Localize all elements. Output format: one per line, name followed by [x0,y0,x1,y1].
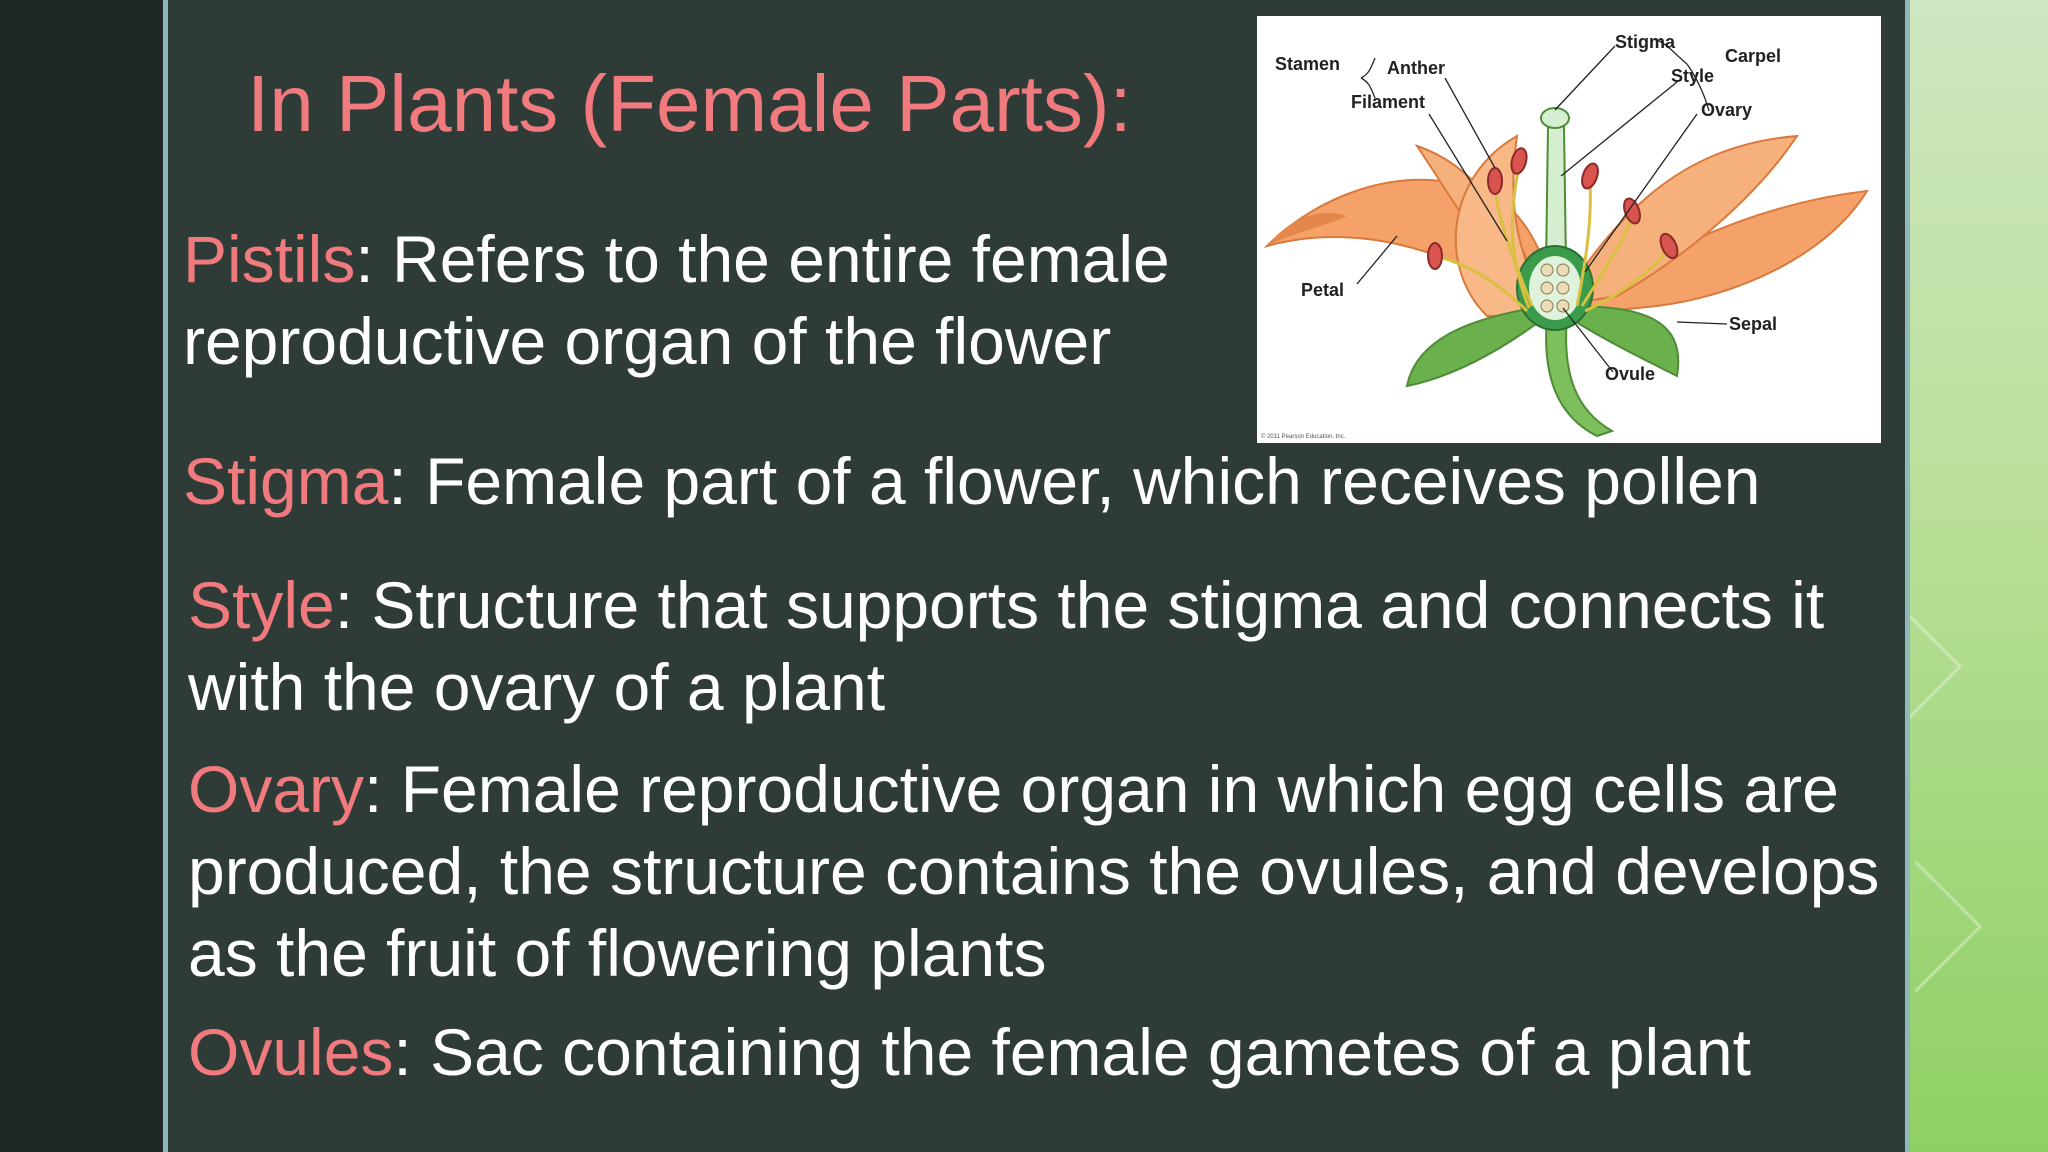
sepal-left [1405,304,1548,388]
label-ovule: Ovule [1605,364,1655,384]
term-label: Style [188,568,335,642]
stigma-tip [1540,107,1570,129]
leader-lines [1356,39,1728,373]
term-label: Ovules [188,1015,394,1089]
definition-text: : Structure that supports the stigma and… [188,568,1825,724]
label-filament: Filament [1351,92,1425,112]
term-label: Ovary [188,752,365,826]
ovule-dot [1540,299,1554,313]
definition-pistils: Pistils: Refers to the entire female rep… [183,218,1243,382]
term-label: Stigma [183,444,389,518]
style-stalk [1544,125,1568,267]
right-decorative-panel [1910,0,2048,1152]
definition-text: : Female part of a flower, which receive… [388,444,1761,518]
filaments [1436,165,1669,313]
label-sepal: Sepal [1729,314,1777,334]
ovule-dot [1556,299,1570,313]
label-style: Style [1671,66,1714,86]
decorative-chevron [1910,860,1983,993]
label-ovary: Ovary [1701,100,1752,120]
flower-diagram: Stamen Anther Filament Stigma Carpel Sty… [1257,16,1881,443]
ovule-dot [1556,281,1570,295]
definition-text: : Female reproductive organ in which egg… [188,752,1880,990]
label-carpel: Carpel [1725,46,1781,66]
definition-ovules: Ovules: Sac containing the female gamete… [188,1011,1908,1093]
definition-text: : Sac containing the female gametes of a… [393,1015,1751,1089]
flower-diagram-svg: Stamen Anther Filament Stigma Carpel Sty… [1261,32,1869,440]
ovule-dot [1540,281,1554,295]
slide-title: In Plants (Female Parts): [247,59,1132,148]
diagram-credit: © 2011 Pearson Education, Inc. [1261,433,1346,440]
petal-left-fold [1267,212,1347,246]
label-petal: Petal [1301,280,1344,300]
sepal-right [1566,304,1680,378]
decorative-chevron [1910,600,1963,733]
stem [1545,315,1615,438]
ovule-dot [1540,263,1554,277]
definition-stigma: Stigma: Female part of a flower, which r… [183,440,1903,522]
definition-ovary: Ovary: Female reproductive organ in whic… [188,748,1888,994]
label-stamen: Stamen [1275,54,1340,74]
label-anther: Anther [1387,58,1445,78]
definition-style: Style: Structure that supports the stigm… [188,564,1888,728]
definition-text: : Refers to the entire female reproducti… [183,222,1170,378]
anthers [1427,147,1679,270]
ovule-dot [1556,263,1570,277]
label-stigma: Stigma [1615,32,1676,52]
ovary-inner [1529,256,1581,320]
left-dark-bar [0,0,163,1152]
term-label: Pistils [183,222,356,296]
